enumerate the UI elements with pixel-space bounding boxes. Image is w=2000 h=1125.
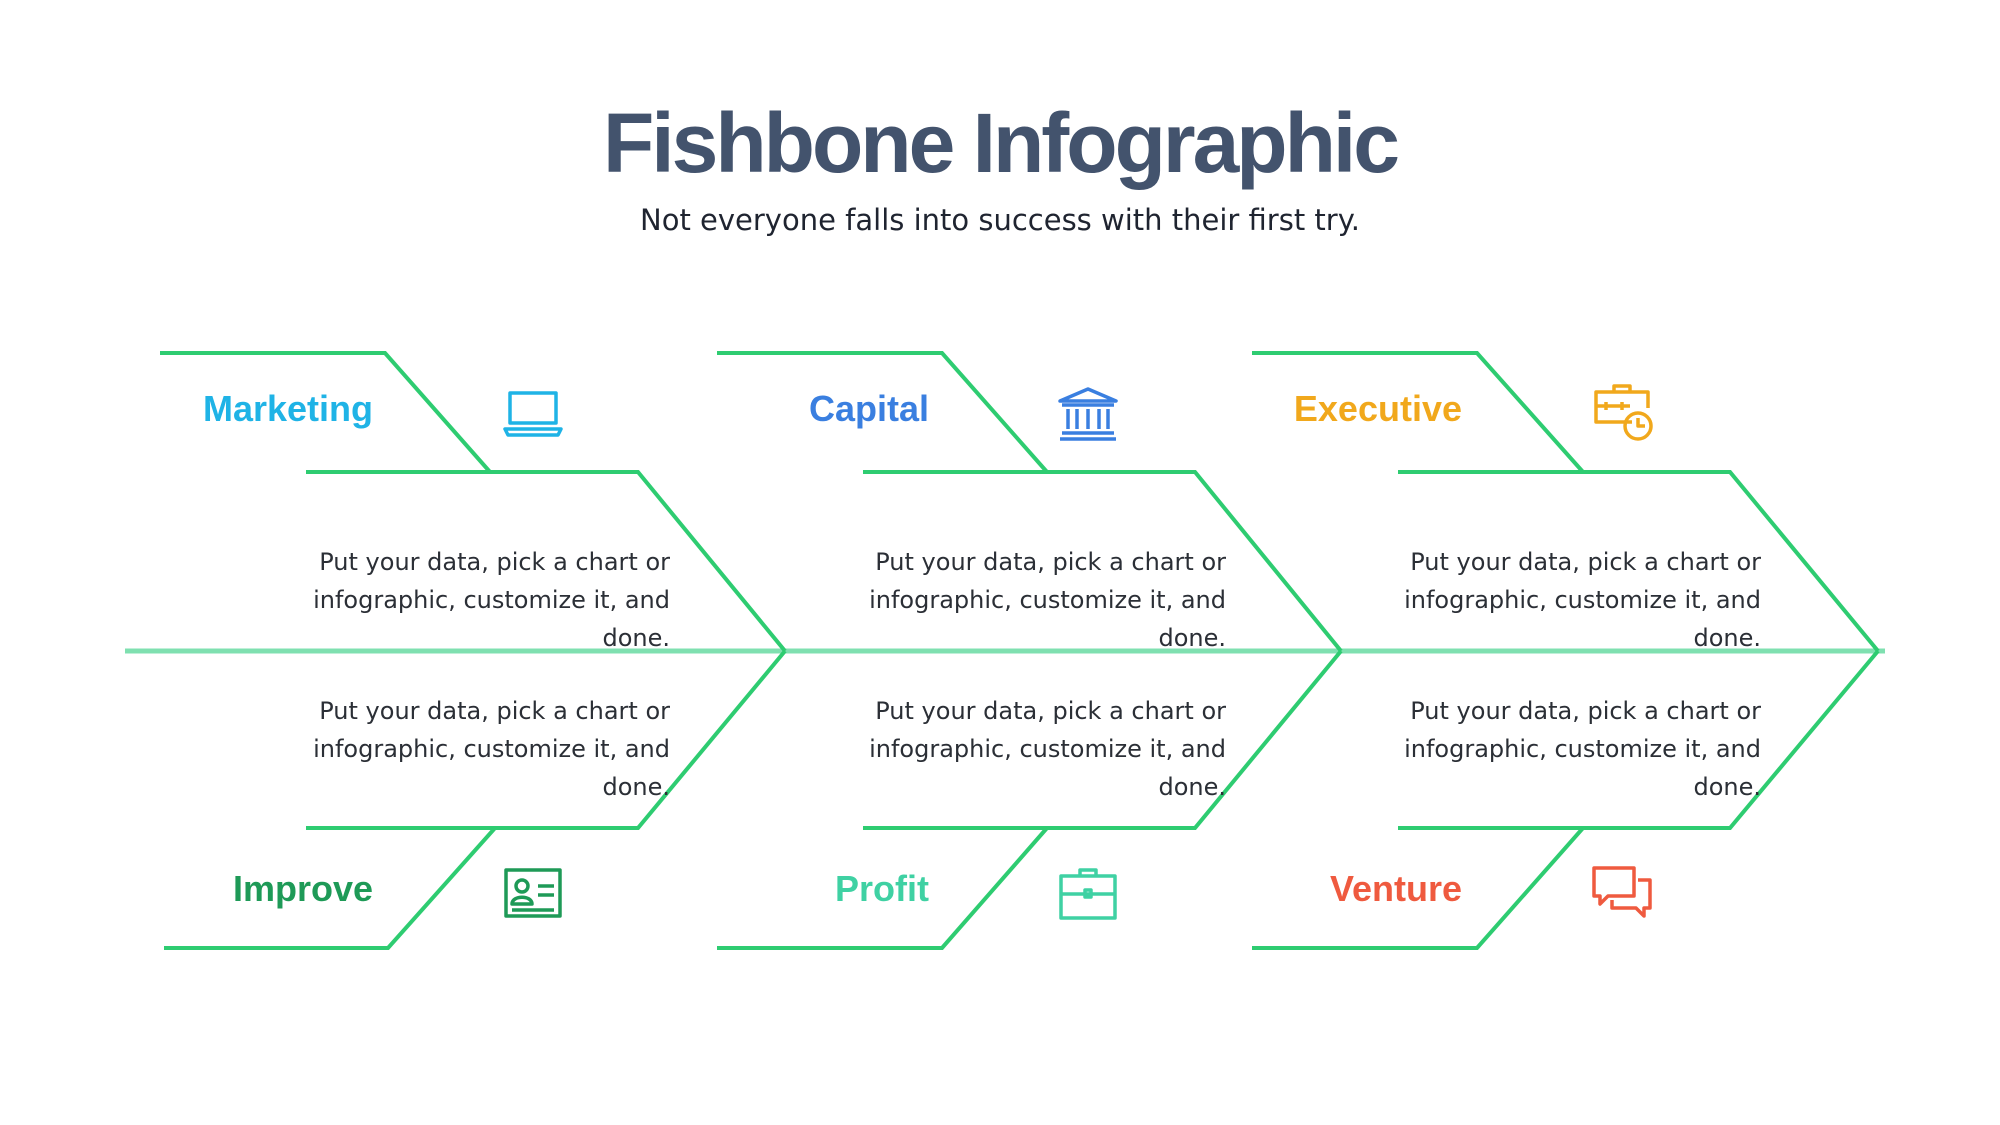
bone-bottom-desc bbox=[863, 649, 1343, 830]
description-text: Put your data, pick a chart or infograph… bbox=[313, 548, 670, 652]
segment-2 bbox=[717, 351, 1343, 950]
category-label-capital: Capital bbox=[808, 388, 929, 429]
bone-bottom-label bbox=[1252, 826, 1585, 950]
bone-bottom-label bbox=[164, 826, 497, 950]
bone-top-desc bbox=[863, 470, 1343, 653]
category-label-profit: Profit bbox=[835, 868, 929, 909]
description-text: Put your data, pick a chart or infograph… bbox=[869, 697, 1226, 801]
bone-bottom-desc bbox=[1398, 649, 1880, 830]
description-text: Put your data, pick a chart or infograph… bbox=[1404, 548, 1761, 652]
bone-top-desc bbox=[1398, 470, 1880, 653]
category-label-marketing: Marketing bbox=[202, 388, 373, 429]
description-text: Put your data, pick a chart or infograph… bbox=[1404, 697, 1761, 801]
category-label-venture: Venture bbox=[1329, 868, 1462, 909]
page-title: Fishbone Infographic bbox=[603, 96, 1400, 190]
category-label-executive: Executive bbox=[1293, 388, 1462, 429]
bone-top-label bbox=[160, 351, 492, 474]
chat-icon bbox=[1592, 866, 1652, 918]
bank-icon bbox=[1058, 387, 1118, 441]
page-subtitle: Not everyone falls into success with the… bbox=[640, 203, 1360, 237]
bone-top-desc bbox=[306, 470, 787, 653]
bone-bottom-label bbox=[717, 826, 1049, 950]
category-label-improve: Improve bbox=[232, 868, 373, 909]
bone-bottom-desc bbox=[306, 649, 787, 830]
bone-top-label bbox=[717, 351, 1049, 474]
id-card-icon bbox=[504, 868, 562, 918]
description-text: Put your data, pick a chart or infograph… bbox=[313, 697, 670, 801]
segment-3 bbox=[1252, 351, 1880, 950]
laptop-icon bbox=[503, 391, 563, 437]
briefcase-icon bbox=[1059, 868, 1117, 920]
description-text: Put your data, pick a chart or infograph… bbox=[869, 548, 1226, 652]
segment-1 bbox=[160, 351, 787, 950]
bone-top-label bbox=[1252, 351, 1585, 474]
briefcase-clock-icon bbox=[1594, 384, 1653, 441]
